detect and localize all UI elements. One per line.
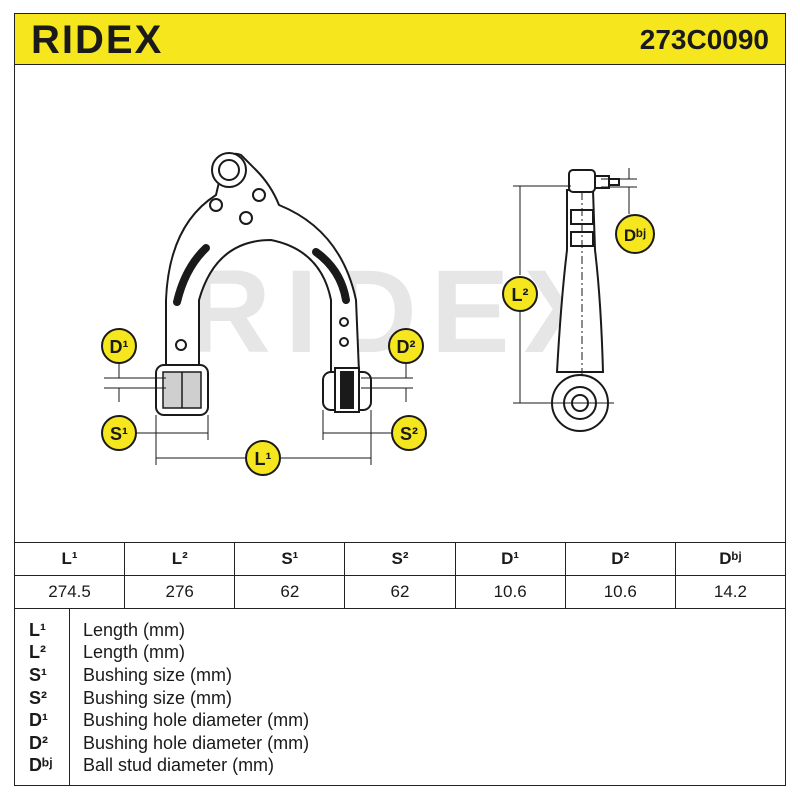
svg-text:D¹: D¹ bbox=[110, 337, 129, 357]
header-l2: L² bbox=[124, 542, 236, 576]
header-s1: S¹ bbox=[234, 542, 346, 576]
header-l1: L¹ bbox=[13, 542, 126, 576]
header-d2: D² bbox=[564, 542, 676, 576]
legend-row: Dᵇʲ Ball stud diameter (mm) bbox=[15, 754, 787, 776]
header-s2: S² bbox=[344, 542, 456, 576]
svg-text:D²: D² bbox=[397, 337, 416, 357]
dim-label-l1: L¹ bbox=[245, 440, 281, 476]
dimension-lines-right bbox=[513, 168, 637, 404]
legend-symbol: D¹ bbox=[29, 710, 48, 730]
value-l2: 276 bbox=[124, 575, 236, 609]
part-number: 273C0090 bbox=[639, 24, 769, 55]
legend-symbol: S² bbox=[29, 688, 47, 708]
legend-row: L² Length (mm) bbox=[15, 641, 787, 663]
legend-symbol: Dᵇʲ bbox=[29, 755, 53, 775]
legend-row: L¹ Length (mm) bbox=[15, 619, 787, 641]
spec-table: L¹ L² S¹ S² D¹ D² Dᵇʲ 274.5 276 62 62 10… bbox=[13, 542, 787, 609]
value-d1: 10.6 bbox=[454, 575, 566, 609]
legend-row: D¹ Bushing hole diameter (mm) bbox=[15, 709, 787, 731]
legend-description: Ball stud diameter (mm) bbox=[83, 755, 275, 775]
value-dbj: 14.2 bbox=[674, 575, 787, 609]
svg-text:L¹: L¹ bbox=[255, 449, 272, 469]
header-dbj: Dᵇʲ bbox=[674, 542, 787, 576]
technical-drawing: RIDEX bbox=[14, 64, 786, 542]
legend-row: S¹ Bushing size (mm) bbox=[15, 664, 787, 686]
legend-description: Bushing size (mm) bbox=[83, 665, 233, 685]
svg-text:Dᵇʲ: Dᵇʲ bbox=[624, 226, 646, 245]
svg-text:L²: L² bbox=[512, 285, 529, 305]
legend-divider bbox=[69, 608, 70, 785]
dim-label-d2: D² bbox=[388, 328, 424, 364]
value-d2: 10.6 bbox=[564, 575, 676, 609]
legend-row: D² Bushing hole diameter (mm) bbox=[15, 732, 787, 754]
legend-symbol: S¹ bbox=[29, 665, 47, 685]
header-d1: D¹ bbox=[454, 542, 566, 576]
value-s2: 62 bbox=[344, 575, 456, 609]
dimension-lines-left bbox=[104, 362, 413, 465]
dim-label-d1: D¹ bbox=[101, 328, 137, 364]
header-bar: RIDEX 273C0090 bbox=[14, 13, 786, 65]
legend-symbol: L¹ bbox=[29, 620, 46, 640]
dim-label-s2: S² bbox=[391, 415, 427, 451]
control-arm-front-view bbox=[155, 152, 372, 416]
value-l1: 274.5 bbox=[13, 575, 126, 609]
legend-description: Length (mm) bbox=[83, 620, 186, 640]
legend-description: Bushing hole diameter (mm) bbox=[83, 733, 310, 753]
value-s1: 62 bbox=[234, 575, 346, 609]
legend-description: Bushing hole diameter (mm) bbox=[83, 710, 310, 730]
spec-table-header-row: L¹ L² S¹ S² D¹ D² Dᵇʲ bbox=[13, 542, 787, 576]
legend-description: Bushing size (mm) bbox=[83, 688, 233, 708]
dim-label-l2: L² bbox=[502, 276, 538, 312]
legend-symbol: D² bbox=[29, 733, 48, 753]
spec-table-value-row: 274.5 276 62 62 10.6 10.6 14.2 bbox=[13, 575, 787, 609]
dim-label-s1: S¹ bbox=[101, 415, 137, 451]
brand-logo: RIDEX bbox=[31, 18, 164, 62]
legend-symbol: L² bbox=[29, 642, 46, 662]
legend: L¹ Length (mm) L² Length (mm) S¹ Bushing… bbox=[14, 608, 786, 786]
dim-label-dbj: Dᵇʲ bbox=[615, 214, 655, 254]
svg-text:S²: S² bbox=[400, 424, 418, 444]
legend-description: Length (mm) bbox=[83, 642, 186, 662]
legend-row: S² Bushing size (mm) bbox=[15, 687, 787, 709]
svg-text:S¹: S¹ bbox=[110, 424, 128, 444]
